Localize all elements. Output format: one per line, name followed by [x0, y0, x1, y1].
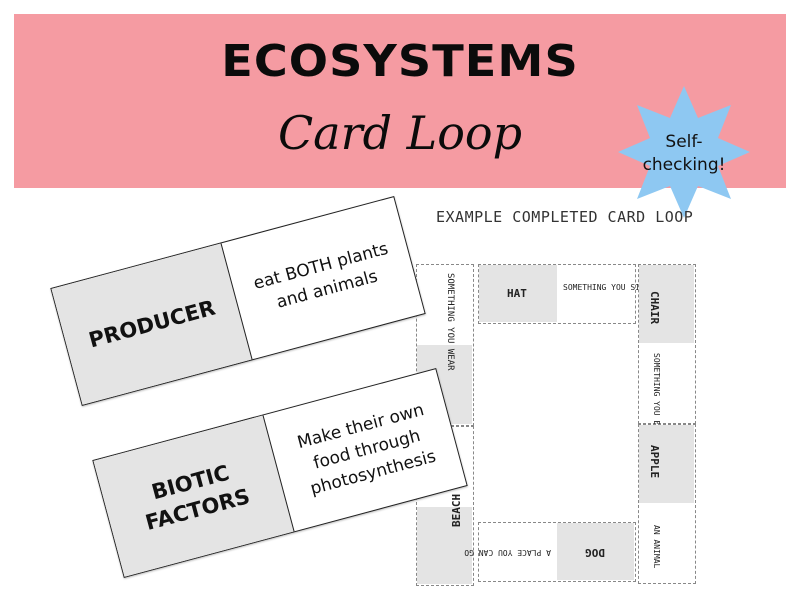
card-biotic-factors: BIOTIC FACTORS Make their own food throu…: [92, 368, 468, 578]
example-label: EXAMPLE COMPLETED CARD LOOP: [436, 208, 694, 226]
mini-text-wear: SOMETHING YOU WEAR: [445, 273, 455, 371]
mini-text-apple: APPLE: [648, 445, 661, 479]
mini-text-chair: CHAIR: [648, 291, 661, 325]
mini-card-chair: CHAIR SOMETHING YOU EAT: [638, 264, 696, 435]
card-producer: PRODUCER eat BOTH plants and animals: [50, 196, 426, 406]
mini-text-hat: HAT: [507, 287, 527, 300]
page-title: ECOSYSTEMS: [221, 36, 579, 87]
self-checking-badge: Self- checking!: [632, 131, 736, 177]
mini-text-beach: BEACH: [450, 493, 463, 527]
mini-text-place-go: A PLACE YOU CAN GO: [464, 548, 551, 557]
mini-card-hat: HAT SOMETHING YOU SIT ON: [478, 264, 659, 324]
card-definition: eat BOTH plants and animals: [251, 238, 391, 313]
mini-text-eat: SOMETHING YOU EAT: [652, 353, 661, 435]
starburst-badge-icon: [618, 86, 750, 218]
mini-text-an-animal: AN ANIMAL: [652, 525, 661, 569]
mini-text-sit-on: SOMETHING YOU SIT ON: [563, 283, 660, 292]
page-subtitle: Card Loop: [277, 106, 523, 160]
card-definition: Make their own food through photosynthes…: [295, 400, 439, 500]
mini-text-dog: DOG: [585, 546, 605, 559]
mini-card-apple: APPLE AN ANIMAL: [638, 424, 696, 584]
mini-card-dog: DOG A PLACE YOU CAN GO: [464, 522, 636, 582]
badge-text: Self- checking!: [642, 132, 726, 175]
